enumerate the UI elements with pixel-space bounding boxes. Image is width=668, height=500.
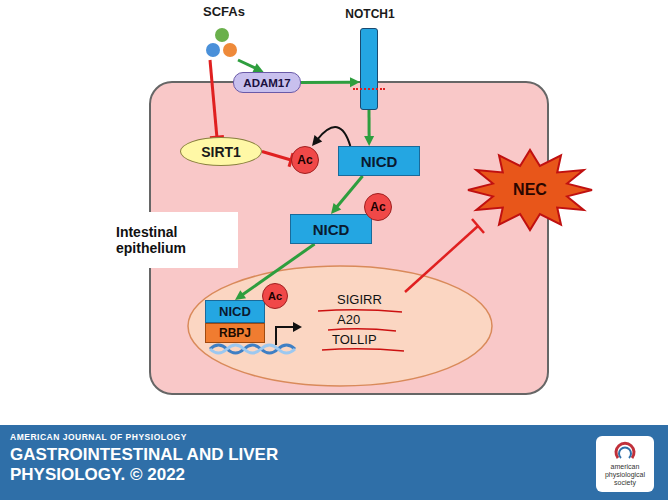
- inhibition-line: [405, 219, 484, 292]
- arrow-head: [350, 77, 360, 87]
- scfa-orange: [223, 43, 237, 57]
- acetyl-group: Ac: [291, 146, 319, 174]
- nucleus: [188, 266, 492, 386]
- logo-arc-blue: [619, 448, 631, 458]
- box-label: SIRT1: [201, 144, 241, 160]
- connector: [312, 127, 350, 146]
- notch1-receptor: NOTCH1: [360, 28, 378, 110]
- rbpj-box: RBPJ: [205, 323, 265, 343]
- gene-strands: [318, 310, 404, 351]
- sirt1-ellipse: SIRT1: [180, 137, 262, 166]
- scfa-molecules: SCFAs: [196, 2, 252, 60]
- journal-name: AMERICAN JOURNAL OF PHYSIOLOGY: [10, 432, 187, 442]
- nicd-box: NICD: [205, 300, 265, 323]
- scfa-green: [215, 28, 229, 42]
- box-label: Ac: [268, 290, 282, 302]
- connector: [238, 60, 264, 72]
- nec-starburst: NEC: [466, 148, 594, 232]
- box-label: Ac: [297, 153, 312, 167]
- connector-line: [368, 110, 371, 137]
- scfa-label: SCFAs: [196, 4, 252, 19]
- society-name: american physiological society: [598, 463, 652, 487]
- arrow-head: [364, 136, 374, 146]
- connector: [210, 60, 224, 138]
- connector-line: [318, 127, 351, 146]
- box-label: ADAM17: [243, 77, 290, 89]
- logo-arc-red: [616, 443, 634, 458]
- connector-line: [337, 176, 363, 207]
- acetyl-group: Ac: [262, 283, 288, 309]
- acetyl-group: Ac: [364, 193, 392, 221]
- box-label: RBPJ: [219, 326, 251, 340]
- dna-helix: [210, 345, 295, 353]
- box-label: NICD: [313, 221, 350, 238]
- starburst-shape: [468, 150, 592, 230]
- journal-footer-band: AMERICAN JOURNAL OF PHYSIOLOGY GASTROINTE…: [0, 425, 668, 500]
- box-label: Ac: [370, 200, 385, 214]
- gene-name: SIGIRR: [337, 292, 382, 307]
- scfa-blue: [206, 43, 220, 57]
- epithelial-cell: Intestinal epitheliumSIRT1AcNICDNICDAcNI…: [150, 82, 548, 394]
- connector-line: [238, 60, 255, 68]
- box-label: NICD: [219, 304, 251, 319]
- nicd-box: NICD: [290, 214, 372, 244]
- connector: [301, 77, 360, 87]
- connector: [331, 176, 363, 214]
- cell-label: Intestinal epithelium: [108, 212, 238, 268]
- connector-line: [210, 60, 217, 137]
- society-logo-mark: [596, 438, 654, 464]
- connector-line: [262, 152, 291, 161]
- transcription-arrow: [276, 322, 302, 345]
- connector-line: [301, 81, 351, 84]
- receptor-label: NOTCH1: [331, 7, 409, 21]
- journal-title: GASTROINTESTINAL AND LIVER PHYSIOLOGY. ©…: [10, 445, 310, 485]
- connector: [262, 152, 293, 167]
- society-logo: american physiological society: [596, 436, 654, 492]
- box-label: NICD: [361, 153, 398, 170]
- membrane-cleavage-mark: [353, 88, 385, 90]
- gene-name: A20: [337, 312, 360, 327]
- connector: [364, 110, 374, 146]
- nec-label: NEC: [513, 181, 547, 199]
- gene-name: TOLLIP: [332, 332, 377, 347]
- nicd-box: NICD: [338, 146, 420, 176]
- adam17-enzyme: ADAM17: [233, 72, 301, 93]
